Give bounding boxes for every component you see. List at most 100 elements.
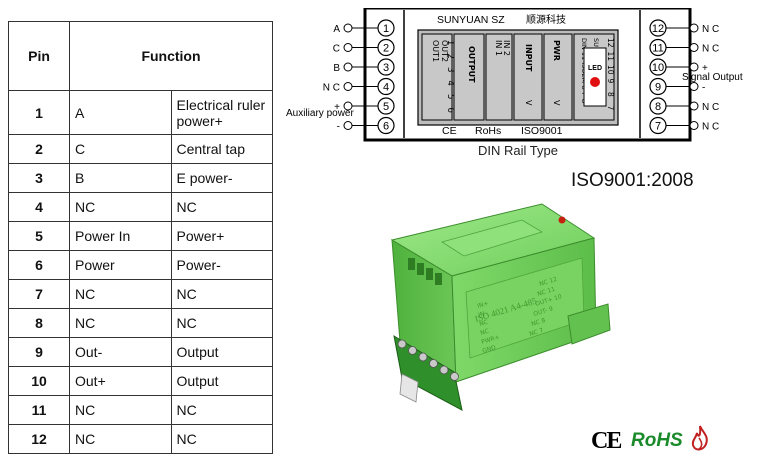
out2-label: OUT2	[440, 40, 449, 62]
v-label-2: V	[552, 100, 561, 106]
pin-name-cell: NC	[69, 308, 172, 338]
terminal-label: B	[333, 63, 340, 74]
terminal-label: +	[334, 102, 340, 113]
ce-text: CE	[442, 125, 457, 137]
pin-function-cell: Power-	[170, 250, 273, 280]
header-function: Function	[69, 21, 273, 91]
terminal-number: 6	[383, 121, 389, 133]
terminal-number: 7	[655, 121, 661, 133]
inner-digit: 1	[445, 40, 455, 45]
out1-label: OUT1	[431, 40, 440, 62]
certification-marks: CE RoHS	[591, 424, 721, 458]
terminal-label: C	[333, 44, 340, 55]
side-pin-label: NC 7	[529, 327, 545, 338]
pin-number-cell: 9	[8, 337, 70, 367]
pin-number-cell: 1	[8, 90, 70, 135]
pwr-label: PWR	[552, 40, 561, 61]
pin-function-cell: NC	[170, 308, 273, 338]
header-pin: Pin	[8, 21, 70, 91]
in2-label: IN 2	[502, 40, 511, 56]
front-pin-label: NC	[480, 328, 490, 337]
pin-function-cell: NC	[170, 395, 273, 425]
inner-digit: 12	[606, 38, 615, 48]
inner-digit: 11	[606, 52, 615, 62]
ce-mark: CE	[591, 428, 622, 454]
terminal-number: 5	[383, 101, 389, 113]
pin-function-cell: E power-	[170, 163, 273, 193]
iso-text-small: ISO9001	[521, 125, 563, 137]
pin-name-cell: NC	[69, 192, 172, 222]
auxiliary-power-label: Auxiliary power	[286, 108, 354, 119]
pin-name-cell: NC	[69, 395, 172, 425]
pin-number-cell: 4	[8, 192, 70, 222]
brand-cn-text: 顺源科技	[526, 13, 566, 26]
product-led	[558, 216, 566, 224]
pin-name-cell: Power In	[69, 221, 172, 251]
terminal-number: 1	[383, 23, 389, 35]
pin-name-cell: Out-	[69, 337, 172, 367]
signal-output-label: Signal Output	[682, 72, 743, 83]
flame-retardant-icon	[691, 425, 708, 451]
terminal-label: N C	[702, 24, 719, 35]
terminal-screw	[408, 346, 417, 355]
terminal-number: 9	[655, 82, 661, 94]
input-label: INPUT	[524, 44, 533, 72]
terminal-number: 8	[655, 101, 661, 113]
pin-function-cell: NC	[170, 279, 273, 309]
terminal-screw	[429, 359, 438, 368]
pin-function-cell: NC	[170, 192, 273, 222]
brand-text: SUNYUAN SZ	[437, 14, 505, 26]
pin-number-cell: 5	[8, 221, 70, 251]
pin-number-cell: 8	[8, 308, 70, 338]
terminal-number: 10	[652, 62, 664, 74]
terminal-label: +	[702, 63, 708, 74]
rohs-text: RoHs	[475, 125, 501, 137]
inner-digit: 9	[606, 79, 615, 84]
terminal-label: N C	[323, 83, 340, 94]
terminal-screw	[439, 365, 449, 375]
pin-name-cell: NC	[69, 279, 172, 309]
in1-label: IN 1	[494, 40, 503, 56]
inner-digit: 3	[445, 67, 455, 72]
terminal-label: N C	[702, 102, 719, 113]
terminal-screw	[397, 339, 407, 349]
pin-function-cell: NC	[170, 424, 273, 454]
inner-digit: 8	[606, 92, 615, 97]
terminal-number: 4	[383, 82, 389, 94]
front-pin-label: IN-	[478, 310, 488, 319]
terminal-label: N C	[702, 44, 719, 55]
pin-name-cell: B	[69, 163, 172, 193]
front-pin-label: IN+	[477, 300, 490, 310]
diagram-caption: DIN Rail Type	[478, 143, 558, 158]
led-indicator	[590, 77, 600, 87]
inner-digit: 4	[445, 81, 455, 86]
output-label: OUTPUT	[467, 46, 476, 83]
terminal-number: 12	[652, 23, 664, 35]
terminal-label: -	[702, 83, 705, 94]
pin-number-cell: 10	[8, 366, 70, 396]
pin-number-cell: 2	[8, 134, 70, 164]
terminal-label: -	[337, 122, 340, 133]
inner-digit: 5	[445, 94, 455, 99]
terminal-screw	[418, 352, 428, 362]
pin-number-cell: 12	[8, 424, 70, 454]
terminal-number: 3	[383, 62, 389, 74]
din-rail-diagram: SUNYUAN SZ 顺源科技 CE RoHs ISO9001 OUT1 OUT…	[286, 8, 743, 142]
pin-number-cell: 11	[8, 395, 70, 425]
pin-function-cell: Output	[170, 337, 273, 367]
terminal-number: 2	[383, 43, 389, 55]
terminal-label: N C	[702, 122, 719, 133]
iso-title: ISO9001:2008	[571, 170, 694, 191]
